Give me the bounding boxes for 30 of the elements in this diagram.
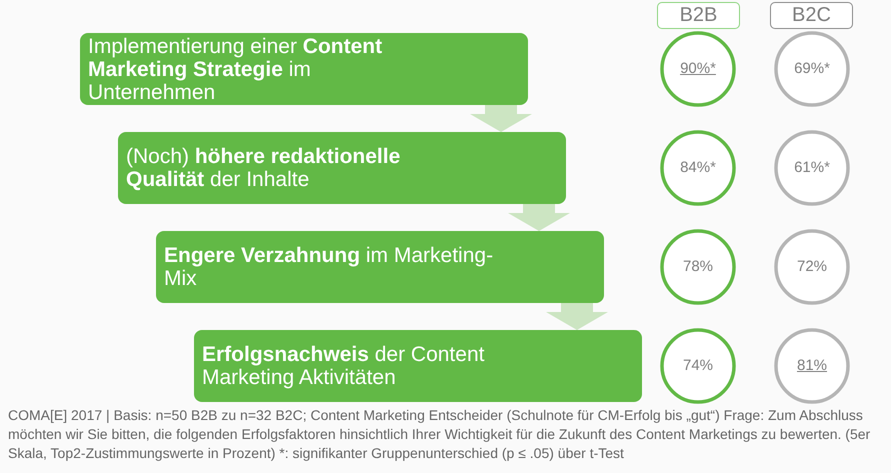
footnote-text: COMA[E] 2017 | Basis: n=50 B2B zu n=32 B2C; Content Marketing Entscheider (Schulnote für CM-Erfolg bis „gut“) Frage: Zum Abschluss möchten wir Sie bitten, die folgenden Erfolgsfaktoren hinsichtlich Ihrer Wichtigkeit für die Zukunft des Content Marketings zu bewerten. (5er Skala, Top2-Zustimmungswerte in Prozent) *: signifikanter Gruppenunterschied (p ≤ .05) über t-Test — [8, 406, 872, 463]
percentage-circle — [660, 328, 736, 404]
percentage-value: 74% — [682, 357, 714, 375]
column-header: B2C — [770, 2, 853, 29]
process-box — [156, 231, 604, 303]
process-box — [118, 132, 566, 204]
arrow — [470, 105, 532, 132]
percentage-circle — [660, 130, 736, 206]
percentage-circle — [774, 328, 850, 404]
percentage-circle — [660, 229, 736, 305]
process-text: Engere Verzahnung im Marketing-Mix — [164, 244, 494, 290]
arrow — [546, 303, 608, 330]
percentage-value: 78% — [682, 258, 714, 276]
process-text: Erfolgsnachweis der Content Marketing Aktivitäten — [202, 343, 486, 389]
percentage-circle — [660, 31, 736, 107]
percentage-value: 84%* — [680, 159, 716, 177]
percentage-circle — [774, 130, 850, 206]
percentage-circle — [774, 229, 850, 305]
column-header: B2B — [657, 2, 740, 29]
percentage-value: 81% — [796, 357, 828, 375]
percentage-value: 61%* — [794, 159, 830, 177]
process-text: Implementierung einer Content Marketing Strategie im Unternehmen — [88, 34, 384, 104]
percentage-value: 90%* — [680, 60, 716, 78]
process-box — [194, 330, 642, 402]
process-text: (Noch) höhere redaktionelle Qualität der Inhalte — [126, 145, 402, 191]
percentage-value: 69%* — [794, 60, 830, 78]
percentage-circle — [774, 31, 850, 107]
arrow — [508, 204, 570, 231]
percentage-value: 72% — [796, 258, 828, 276]
process-box — [80, 33, 528, 105]
